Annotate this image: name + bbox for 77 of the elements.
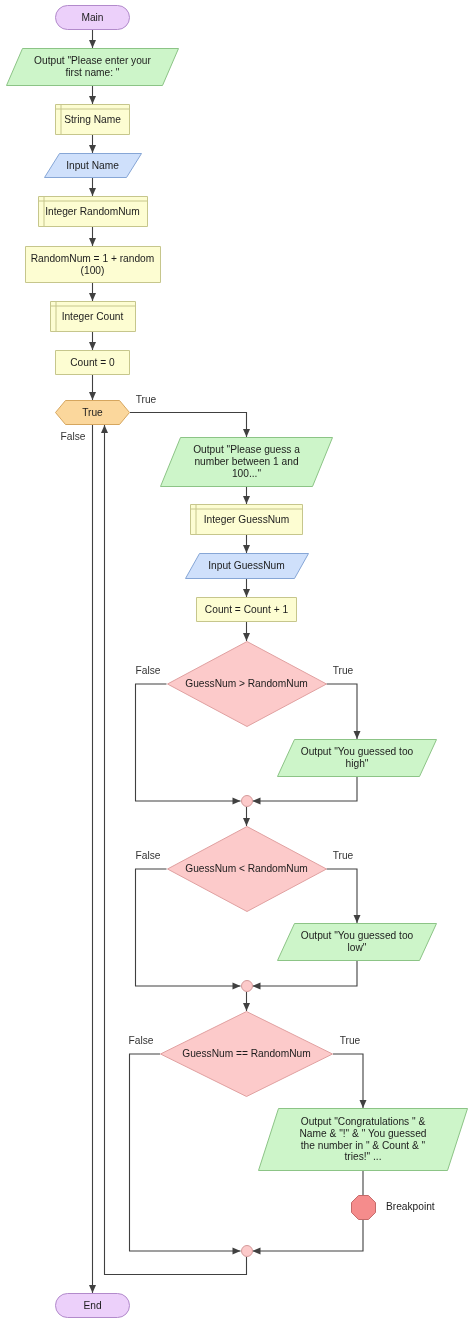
decision-diamond xyxy=(166,641,327,727)
arrow xyxy=(89,226,96,247)
node-text: GuessNum > RandomNum xyxy=(185,678,308,690)
node-text: GuessNum < RandomNum xyxy=(185,863,308,875)
input-parallelogram xyxy=(43,153,142,178)
output-parallelogram xyxy=(277,739,437,777)
node-text: Integer Count xyxy=(61,310,124,323)
node-text: Output "Please enter your first name: " xyxy=(33,55,152,79)
arrow xyxy=(243,534,250,554)
edge-label: True xyxy=(331,850,355,862)
arrow xyxy=(251,960,358,990)
declare-box xyxy=(55,104,130,135)
output-parallelogram xyxy=(277,923,437,961)
node-text: Count = Count + 1 xyxy=(204,603,289,616)
arrow xyxy=(134,868,242,990)
node-text: True xyxy=(82,406,103,419)
side-label: Breakpoint xyxy=(386,1201,435,1213)
decision-diamond xyxy=(160,1011,333,1097)
edge-label: False xyxy=(134,665,162,677)
output-parallelogram xyxy=(160,437,333,487)
arrow xyxy=(89,134,96,154)
process-box xyxy=(55,350,130,375)
decision-diamond xyxy=(166,826,327,912)
arrow xyxy=(332,1053,367,1109)
declare-box xyxy=(37,196,148,227)
breakpoint-octagon xyxy=(350,1195,376,1220)
output-parallelogram xyxy=(6,48,179,86)
arrow xyxy=(325,868,361,924)
arrow xyxy=(89,424,96,1294)
arrow xyxy=(101,424,248,1276)
node-text: GuessNum == RandomNum xyxy=(182,1048,311,1060)
arrow xyxy=(129,411,250,438)
process-box xyxy=(196,597,297,622)
process-box xyxy=(24,246,161,283)
edge-label: False xyxy=(134,850,162,862)
node-text: Main xyxy=(81,11,104,24)
node-text: Input GuessNum xyxy=(208,560,285,572)
node-text: Output "You guessed too high" xyxy=(299,746,415,770)
arrow xyxy=(89,29,96,49)
arrow xyxy=(251,1219,364,1255)
terminal-pill xyxy=(55,1293,130,1318)
node-text: Input Name xyxy=(66,159,119,172)
connector-line xyxy=(362,1170,364,1196)
arrow xyxy=(243,991,250,1012)
arrow xyxy=(134,683,242,805)
node-text: Count = 0 xyxy=(70,356,115,369)
node-text: Integer RandomNum xyxy=(45,205,140,218)
edge-label: True xyxy=(134,394,158,406)
arrow xyxy=(243,486,250,505)
node-text: RandomNum = 1 + random (100) xyxy=(29,252,156,277)
node-text: Output "Congratulations " & Name & "!" & " You guessed the number in " & Count & " tries!" ... xyxy=(298,1116,428,1163)
declare-box xyxy=(190,504,303,535)
arrow xyxy=(243,806,250,827)
edge-label: True xyxy=(338,1035,362,1047)
node-text: String Name xyxy=(64,113,121,126)
edge-label: False xyxy=(127,1035,155,1047)
arrow xyxy=(89,282,96,302)
node-text: End xyxy=(83,1299,102,1312)
input-parallelogram xyxy=(184,553,309,579)
node-text: Integer GuessNum xyxy=(203,513,290,526)
arrow xyxy=(89,85,96,105)
arrow xyxy=(128,1053,242,1255)
edge-label: True xyxy=(331,665,355,677)
edge-label: False xyxy=(59,431,87,443)
arrow xyxy=(89,331,96,351)
arrow xyxy=(243,621,250,642)
arrow xyxy=(89,374,96,401)
node-text: Output "You guessed too low" xyxy=(299,930,415,954)
node-text: Output "Please guess a number between 1 and 100..." xyxy=(192,444,301,480)
loop-hexagon xyxy=(55,400,130,425)
arrow xyxy=(251,776,358,805)
arrow xyxy=(325,683,361,740)
declare-box xyxy=(49,301,136,332)
arrow xyxy=(89,177,96,197)
arrow xyxy=(243,578,250,598)
terminal-pill xyxy=(55,5,130,30)
output-parallelogram xyxy=(258,1108,468,1171)
